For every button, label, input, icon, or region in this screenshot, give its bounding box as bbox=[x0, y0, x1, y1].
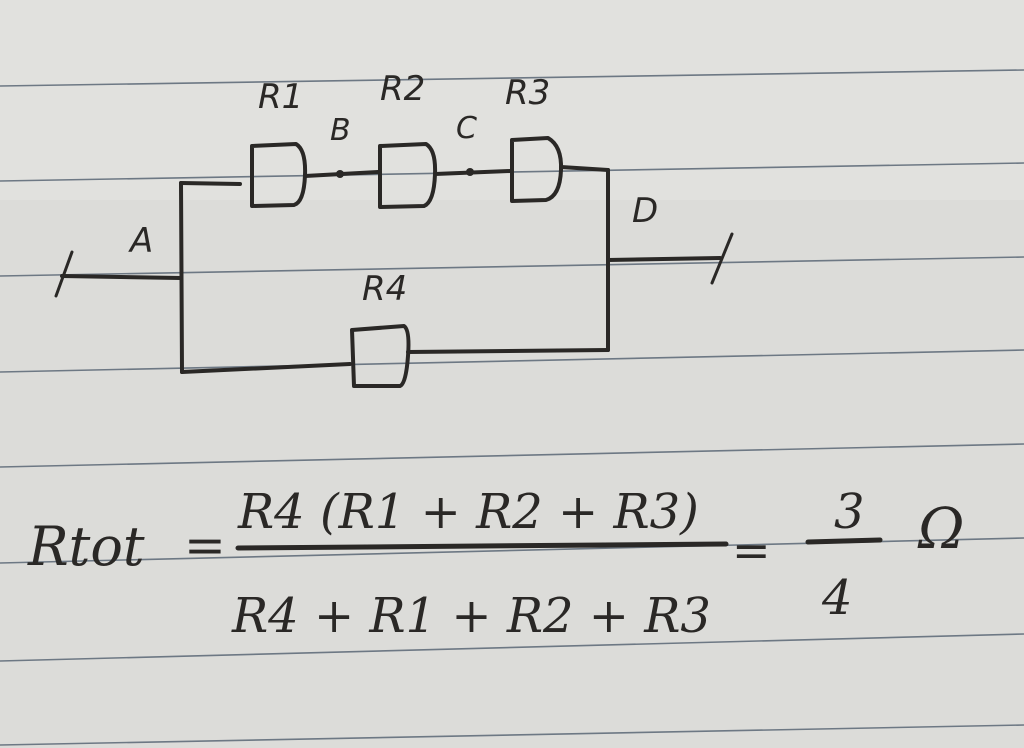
ruled-line bbox=[0, 724, 1024, 746]
label-r4: R4 bbox=[362, 269, 407, 309]
circuit-diagram: R1 R2 R3 R4 B C A D bbox=[54, 69, 734, 388]
wire-a-r4 bbox=[180, 362, 352, 374]
label-node-d: D bbox=[632, 191, 658, 231]
label-r1: R1 bbox=[258, 77, 303, 117]
resistor-r3 bbox=[510, 136, 564, 203]
output-terminal-mark bbox=[710, 232, 734, 285]
wire-r3-d bbox=[559, 165, 610, 172]
output-lead bbox=[606, 256, 722, 262]
label-r3: R3 bbox=[505, 73, 550, 113]
left-rail bbox=[179, 181, 184, 374]
resistor-r4 bbox=[350, 324, 411, 388]
ruled-line bbox=[0, 443, 1024, 468]
result-denominator: 4 bbox=[821, 570, 853, 626]
ruled-line bbox=[0, 633, 1024, 662]
result-fraction-bar bbox=[805, 537, 883, 545]
node-c-dot bbox=[466, 168, 474, 176]
formula-numerator: R4 (R1 + R2 + R3) bbox=[237, 484, 699, 540]
node-b-dot bbox=[336, 170, 344, 178]
input-lead bbox=[60, 274, 182, 280]
label-node-a: A bbox=[128, 221, 153, 261]
formula-equals-2: = bbox=[732, 523, 771, 577]
label-node-c: C bbox=[456, 111, 477, 146]
ruled-line bbox=[0, 256, 1024, 277]
wire-r4-d bbox=[406, 348, 610, 354]
ruled-line bbox=[0, 69, 1024, 87]
formula-lhs: Rtot bbox=[27, 515, 145, 578]
input-terminal-mark bbox=[54, 250, 74, 298]
label-node-b: B bbox=[330, 113, 351, 148]
fraction-bar bbox=[235, 541, 729, 551]
result-numerator: 3 bbox=[834, 484, 865, 540]
formula-denominator: R4 + R1 + R2 + R3 bbox=[231, 588, 711, 644]
wire-a-r1 bbox=[179, 181, 242, 186]
label-r2: R2 bbox=[380, 69, 425, 109]
ruled-lines bbox=[0, 69, 1024, 746]
formula-equals-1: = bbox=[184, 516, 226, 574]
unit-ohm: Ω bbox=[917, 497, 964, 562]
ruled-line bbox=[0, 349, 1024, 373]
resistance-formula: Rtot = R4 (R1 + R2 + R3) R4 + R1 + R2 + … bbox=[27, 484, 964, 644]
